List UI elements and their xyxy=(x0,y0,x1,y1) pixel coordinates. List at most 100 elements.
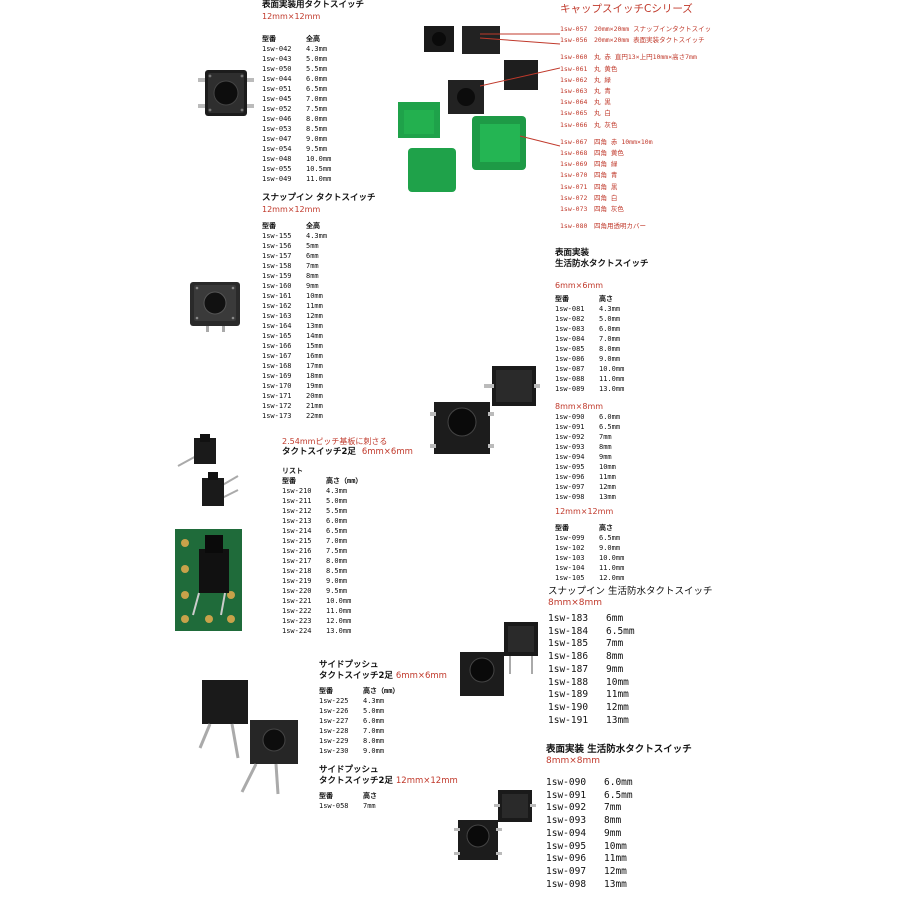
cap-description: 四角 黄色 xyxy=(594,149,624,158)
part-number: 1sw-225 xyxy=(319,697,349,705)
height-value: 15mm xyxy=(306,342,323,350)
part-number: 1sw-087 xyxy=(555,365,585,373)
height-value: 20mm xyxy=(306,392,323,400)
height-value: 13.0mm xyxy=(326,627,352,635)
height-value: 10.0mm xyxy=(599,554,625,562)
part-number: 1sw-045 xyxy=(262,95,292,103)
part-number: 1sw-191 xyxy=(548,714,589,726)
height-value: 7mm xyxy=(604,802,622,814)
part-number: 1sw-052 xyxy=(262,105,292,113)
height-value: 9mm xyxy=(606,663,624,675)
height-value: 7mm xyxy=(599,433,612,441)
height-value: 8.5mm xyxy=(326,567,348,575)
height-value: 11.0mm xyxy=(306,175,332,183)
height-value: 7.5mm xyxy=(326,547,348,555)
height-value: 13mm xyxy=(604,878,627,890)
height-value: 11mm xyxy=(306,302,323,310)
height-value: 4.3mm xyxy=(363,697,385,705)
section-title: キャップスイッチCシリーズ xyxy=(560,3,693,15)
snapin-switch-12mm-image xyxy=(190,282,240,332)
table-header: 型番高さ xyxy=(555,295,613,303)
height-value: 10mm xyxy=(599,463,616,471)
table-row: 1sw-224 13.0mm xyxy=(282,626,413,636)
part-number: 1sw-054 xyxy=(262,145,292,153)
part-number: 1sw-089 xyxy=(555,385,585,393)
height-value: 11.0mm xyxy=(599,564,625,572)
cap-description: 20mm×20mm 表面実装タクトスイッチ xyxy=(594,36,705,45)
part-number: 1sw-212 xyxy=(282,507,312,515)
part-number: 1sw-058 xyxy=(319,802,349,810)
part-number: 1sw-215 xyxy=(282,537,312,545)
table-row: 1sw-103 10.0mm xyxy=(555,553,649,563)
height-value: 6mm xyxy=(606,613,624,624)
part-number: 1sw-226 xyxy=(319,707,349,715)
cap-list-item: 1sw-056 20mm×20mm 表面実装タクトスイッチ xyxy=(560,35,711,46)
height-value: 6mm xyxy=(306,252,319,260)
part-number: 1sw-099 xyxy=(555,534,585,542)
part-number: 1sw-044 xyxy=(262,75,292,83)
waterproof-snapin-switch-image xyxy=(460,622,538,696)
height-value: 19mm xyxy=(306,382,323,390)
height-value: 8.5mm xyxy=(306,125,328,133)
part-number: 1sw-190 xyxy=(548,701,589,713)
height-value: 11mm xyxy=(604,853,627,865)
part-number: 1sw-170 xyxy=(262,382,292,390)
height-value: 5.0mm xyxy=(306,55,328,63)
part-number: 1sw-056 xyxy=(560,36,588,45)
part-number: 1sw-072 xyxy=(560,193,588,202)
height-value: 6.5mm xyxy=(306,85,328,93)
part-number: 1sw-183 xyxy=(548,613,589,624)
part-number: 1sw-062 xyxy=(560,75,588,84)
height-value: 8mm xyxy=(604,815,622,827)
section-title: 表面実装用タクトスイッチ xyxy=(262,0,365,10)
part-number: 1sw-055 xyxy=(262,165,292,173)
part-number: 1sw-103 xyxy=(555,554,585,562)
pcb-mounted-switch-photo xyxy=(175,529,242,631)
height-value: 11.0mm xyxy=(599,375,625,383)
part-number: 1sw-218 xyxy=(282,567,312,575)
height-value: 6.0mm xyxy=(599,325,621,333)
part-number: 1sw-071 xyxy=(560,182,588,191)
part-number: 1sw-224 xyxy=(282,627,312,635)
part-number: 1sw-046 xyxy=(262,115,292,123)
part-number: 1sw-168 xyxy=(262,362,292,370)
height-value: 8.0mm xyxy=(599,345,621,353)
height-value: 11mm xyxy=(599,473,616,481)
height-value: 9.0mm xyxy=(306,135,328,143)
height-value: 9.0mm xyxy=(363,747,385,755)
height-value: 7.0mm xyxy=(363,727,385,735)
height-value: 12mm xyxy=(604,865,627,877)
part-number: 1sw-160 xyxy=(262,282,292,290)
table-header: 型番高さ xyxy=(319,792,377,800)
part-number: 1sw-223 xyxy=(282,617,312,625)
